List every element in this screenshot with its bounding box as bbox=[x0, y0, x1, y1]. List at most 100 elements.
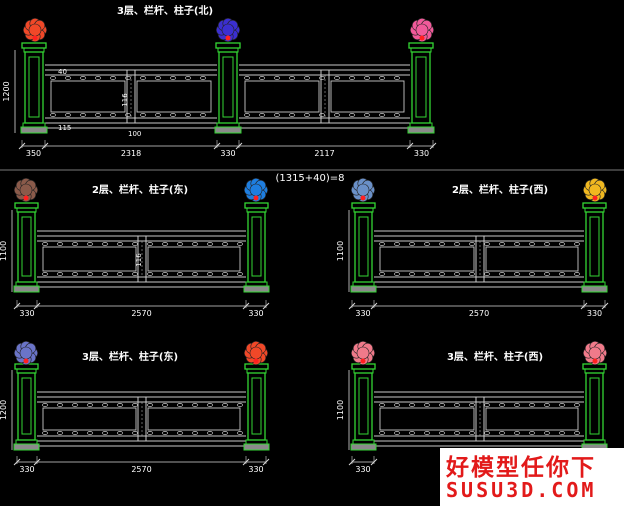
rail-bead bbox=[544, 272, 550, 276]
rail-bead bbox=[117, 431, 123, 435]
detail-dimension-label: 116 bbox=[135, 253, 143, 267]
rail-bead bbox=[529, 431, 535, 435]
rail-bead bbox=[132, 242, 138, 246]
petal-center bbox=[415, 23, 429, 37]
petal-center bbox=[588, 346, 602, 360]
rail-bead bbox=[349, 113, 355, 117]
rail-bead bbox=[424, 431, 430, 435]
pillar-inset bbox=[251, 216, 262, 277]
rail-bead bbox=[439, 403, 445, 407]
rail-bead bbox=[274, 76, 280, 80]
rail-bead bbox=[87, 403, 93, 407]
rail-bead bbox=[117, 272, 123, 276]
rail-bead bbox=[379, 113, 385, 117]
rail-bead bbox=[177, 403, 183, 407]
height-dimension-label: 1200 bbox=[0, 400, 8, 420]
pillar-plinth bbox=[243, 285, 270, 293]
pillar bbox=[243, 363, 270, 451]
pillar-inset bbox=[21, 216, 32, 277]
rail-bead bbox=[170, 76, 176, 80]
rail-bead bbox=[559, 431, 565, 435]
rail-bead bbox=[259, 76, 265, 80]
rail-bead bbox=[102, 431, 108, 435]
rail-bead bbox=[469, 272, 475, 276]
rail-bead bbox=[170, 113, 176, 117]
dimension-label: 330 bbox=[414, 149, 429, 158]
rail-bead bbox=[125, 113, 131, 117]
rail-bead bbox=[72, 431, 78, 435]
rail-bead bbox=[379, 272, 385, 276]
rail-bead bbox=[514, 272, 520, 276]
railing-frame bbox=[374, 391, 584, 447]
pillar bbox=[581, 363, 608, 451]
flower-stem-dot bbox=[360, 358, 366, 364]
rail-bead bbox=[185, 113, 191, 117]
rail-bead bbox=[102, 403, 108, 407]
rail-bead bbox=[80, 76, 86, 80]
dimension-line: 330 bbox=[348, 456, 378, 474]
flower-stem-dot bbox=[360, 195, 366, 201]
rail-bead bbox=[42, 431, 48, 435]
panel-title: 3层、栏杆、柱子(东) bbox=[82, 350, 178, 363]
rail-bead bbox=[439, 272, 445, 276]
rail-bead bbox=[379, 242, 385, 246]
flower-ornament-icon bbox=[216, 17, 241, 42]
dimension-label: 2570 bbox=[469, 309, 489, 318]
rail-bead bbox=[140, 76, 146, 80]
rail-bead bbox=[147, 403, 153, 407]
rail-bead bbox=[147, 272, 153, 276]
rail-bead bbox=[574, 242, 580, 246]
rail-bead bbox=[304, 113, 310, 117]
height-dimension-label: 1200 bbox=[2, 81, 11, 101]
dimension-label: 330 bbox=[248, 309, 263, 318]
rail-bead bbox=[192, 242, 198, 246]
flower-stem-dot bbox=[253, 195, 259, 201]
dimension-label: 2570 bbox=[131, 309, 151, 318]
detail-dimension-label: 100 bbox=[128, 130, 141, 138]
pillar-plinth bbox=[13, 285, 40, 293]
dimension-label: 330 bbox=[19, 465, 34, 474]
pillar-inset bbox=[251, 377, 262, 435]
pillar-plinth bbox=[13, 443, 40, 451]
pillar bbox=[243, 202, 270, 293]
height-dimension-label: 1100 bbox=[0, 241, 8, 261]
rail-bead bbox=[544, 431, 550, 435]
flower-stem-dot bbox=[592, 358, 598, 364]
dimension-label: 330 bbox=[220, 149, 235, 158]
rail-bead bbox=[72, 403, 78, 407]
rail-bead bbox=[424, 403, 430, 407]
rail-bead bbox=[319, 76, 325, 80]
rail-bead bbox=[529, 403, 535, 407]
mullion bbox=[137, 396, 147, 442]
railing-panel bbox=[330, 80, 405, 113]
pillar bbox=[214, 42, 242, 134]
rail-bead bbox=[57, 272, 63, 276]
rail-bead bbox=[140, 113, 146, 117]
rail-bead bbox=[499, 403, 505, 407]
dimension-label: 330 bbox=[355, 309, 370, 318]
rail-bead bbox=[132, 272, 138, 276]
rail-bead bbox=[484, 403, 490, 407]
pillar bbox=[13, 202, 40, 293]
rail-bead bbox=[559, 272, 565, 276]
rail-bead bbox=[274, 113, 280, 117]
rail-bead bbox=[200, 113, 206, 117]
rail-bead bbox=[177, 242, 183, 246]
rail-bead bbox=[529, 242, 535, 246]
rail-bead bbox=[454, 272, 460, 276]
flower-ornament-icon bbox=[244, 178, 268, 203]
flower-ornament-icon bbox=[582, 178, 607, 203]
rail-bead bbox=[177, 431, 183, 435]
rail-bead bbox=[162, 403, 168, 407]
rail-bead bbox=[162, 431, 168, 435]
rail-bead bbox=[147, 431, 153, 435]
rail-bead bbox=[454, 242, 460, 246]
rail-bead bbox=[484, 272, 490, 276]
height-dimension-label: 1100 bbox=[336, 400, 345, 420]
rail-bead bbox=[514, 242, 520, 246]
